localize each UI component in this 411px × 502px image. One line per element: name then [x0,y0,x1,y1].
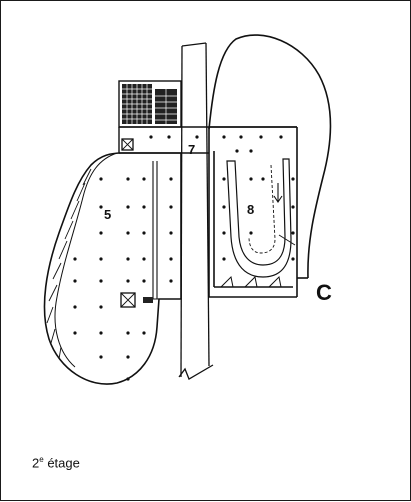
lift-core-icon [120,292,136,308]
ramp-path [226,158,292,278]
zone-label-7: 7 [188,142,195,157]
level-word: étage [47,455,80,471]
connector-zone-7 [118,126,297,154]
vertical-corridor [178,42,214,380]
ramp-direction-arrow [273,183,283,203]
level-suffix: e [39,455,44,464]
zone-label-5: 5 [104,207,111,222]
zone-5-facade-hatching [46,168,92,360]
zone-label-8: 8 [247,202,254,217]
curved-outline-zone-8 [208,34,332,279]
level-number: 2 [32,455,40,471]
stair-block [118,80,182,128]
zone-8-ramp-hatching [220,275,282,288]
floor-level-caption: 2e étage [32,455,80,470]
section-label-c: C [316,280,332,305]
zone-5-outline [43,152,182,385]
zone-8-outline [208,126,308,298]
column-grid [73,135,295,381]
elevator-icon [121,138,134,151]
zone-5-inner-curve [54,152,118,368]
